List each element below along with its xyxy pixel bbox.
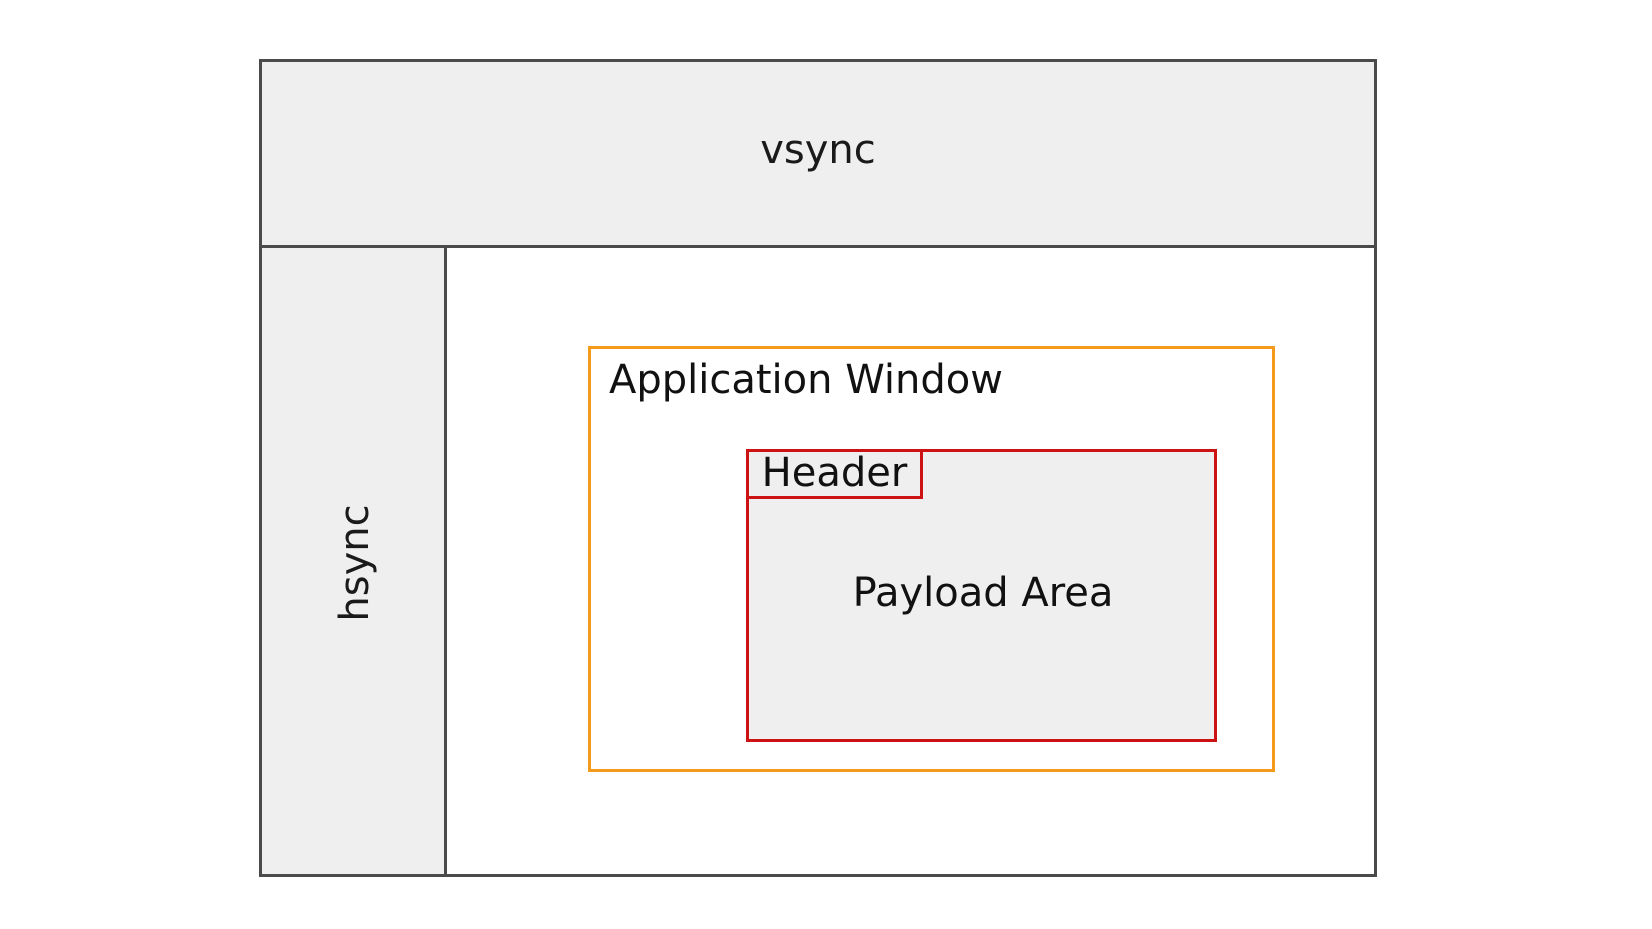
application-window-box xyxy=(588,346,1275,772)
application-window-label: Application Window xyxy=(609,357,1003,403)
header-label: Header xyxy=(761,450,908,496)
payload-area-label: Payload Area xyxy=(852,570,1114,616)
header-box: Header xyxy=(746,449,923,499)
vsync-label: vsync xyxy=(760,126,876,173)
vsync-region: vsync xyxy=(259,59,1377,248)
hsync-region: hsync xyxy=(259,245,447,877)
hsync-label: hsync xyxy=(332,504,378,622)
